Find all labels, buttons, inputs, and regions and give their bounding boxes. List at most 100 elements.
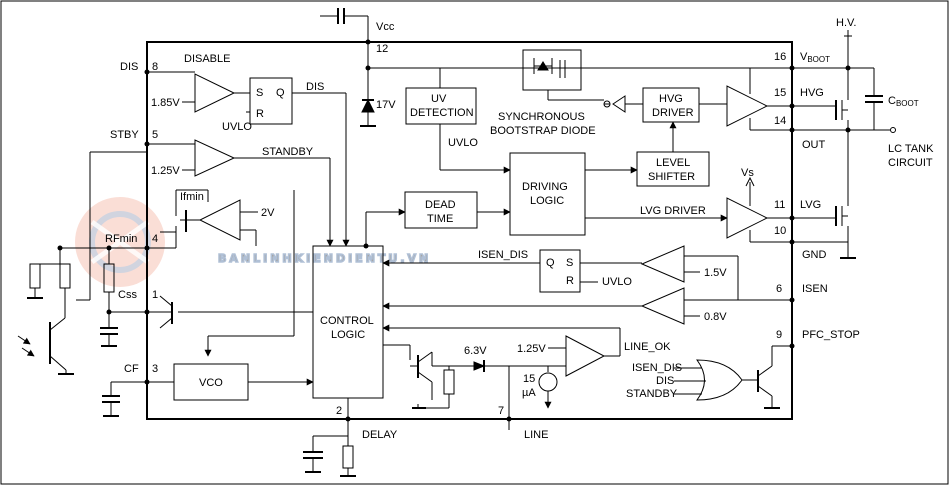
ifmin-signal: Ifmin (180, 191, 204, 203)
pin-15-num: 15 (774, 87, 786, 99)
hvg-driver-line2: DRIVER (652, 107, 694, 119)
pin-10-num: 10 (774, 225, 786, 237)
sync-diode-line2: BOOTSTRAP DIODE (490, 125, 596, 137)
isen-latch-s: S (566, 257, 573, 269)
external-labels: H.V. CBOOT LC TANK CIRCUIT (836, 17, 934, 169)
isen-latch-r: R (566, 275, 574, 287)
driving-logic-line2: LOGIC (530, 195, 564, 207)
latch-s: S (256, 87, 263, 99)
block-labels: DISABLE S Q R UV DETECTION SYNCHRONOUS B… (184, 53, 695, 389)
pin-cf-label: CF (124, 363, 139, 375)
hvg-driver-line1: HVG (659, 93, 683, 105)
pin-vcc-label: Vcc (376, 21, 395, 33)
current-source (538, 372, 558, 392)
isen-latch-block (539, 249, 581, 293)
latch-r: R (256, 108, 264, 120)
disable-latch (249, 77, 293, 125)
driving-logic-block (509, 152, 586, 236)
driving-logic-line1: DRIVING (522, 181, 568, 193)
uv-detection-block (405, 87, 477, 125)
pin-7-num: 7 (498, 405, 504, 417)
sync-bootstrap-diode-block (522, 49, 582, 91)
pin-16-num: 16 (774, 51, 786, 63)
ic-body (146, 41, 793, 420)
control-logic-line2: LOGIC (331, 329, 365, 341)
current-source-value: 15 (523, 373, 535, 385)
control-logic-line1: CONTROL (320, 315, 374, 327)
pin-line-label: LINE (524, 429, 548, 441)
ref-17v: 17V (376, 99, 396, 111)
or-gate-inputs: ISEN_DIS DIS STANDBY (626, 362, 682, 400)
lc-tank-line1: LC TANK (888, 143, 934, 155)
hvg-buffer (726, 85, 769, 127)
lvg-driver-signal: LVG DRIVER (640, 205, 706, 217)
isen-comp-0.8v (640, 287, 685, 325)
sync-diode-line1: SYNCHRONOUS (498, 111, 585, 123)
dead-time-line2: TIME (427, 213, 453, 225)
pin-stby-label: STBY (110, 129, 139, 141)
vco-label: VCO (199, 377, 223, 389)
ref-1.5v: 1.5V (704, 267, 727, 279)
hv-label: H.V. (836, 17, 856, 29)
ref-2v: 2V (261, 207, 275, 219)
uvlo-uvdet: UVLO (448, 137, 478, 149)
cboot-label: CBOOT (888, 95, 919, 108)
pfc-stop-or-gate (696, 359, 743, 401)
uvlo-isen: UVLO (602, 276, 632, 288)
signal-labels: DIS UVLO UVLO UVLO STANDBY Ifmin ISEN_DI… (180, 81, 754, 399)
pin-hvg-label: HVG (800, 87, 824, 99)
or-input-isen-dis: ISEN_DIS (632, 362, 682, 374)
pin-4-num: 4 (152, 233, 158, 245)
latch-q: Q (276, 87, 285, 99)
line-ok-comparator (565, 335, 606, 377)
isen-comp-1.5v (640, 245, 685, 283)
watermark-text: BANLINHKIENDIENTU.VN (218, 252, 431, 265)
pin-pfc-stop-label: PFC_STOP (802, 329, 860, 341)
pin-12-num: 12 (376, 43, 388, 55)
watermark-logo-icon (75, 197, 165, 287)
pin-6-num: 6 (776, 283, 782, 295)
ref-0.8v: 0.8V (704, 311, 727, 323)
dead-time-line1: DEAD (425, 199, 456, 211)
level-shifter-line1: LEVEL (656, 157, 690, 169)
pin-1-num: 1 (152, 289, 158, 301)
pin-3-num: 3 (152, 363, 158, 375)
isen-dis-signal: ISEN_DIS (478, 249, 528, 261)
current-source-unit: µA (522, 387, 536, 399)
pin-2-num: 2 (336, 405, 342, 417)
lc-tank-line2: CIRCUIT (888, 157, 933, 169)
line-ok-signal: LINE_OK (624, 341, 671, 353)
pin-out-label: OUT (802, 139, 826, 151)
reference-labels: 1.85V 1.25V 2V 17V 1.5V 0.8V 6.3V 1.25V (151, 97, 727, 357)
or-input-dis: DIS (656, 375, 674, 387)
ref-6.3v: 6.3V (464, 345, 487, 357)
pin-delay-label: DELAY (362, 429, 398, 441)
watermark: BANLINHKIENDIENTU.VN (75, 197, 431, 287)
disable-comparator (194, 73, 236, 113)
ifmin-opamp (198, 199, 241, 241)
dis-signal: DIS (306, 81, 324, 93)
isen-latch-q: Q (546, 257, 555, 269)
pin-5-num: 5 (152, 129, 158, 141)
uvlo-latch: UVLO (222, 121, 252, 133)
level-shifter-line2: SHIFTER (648, 171, 695, 183)
pin-dis-label: DIS (120, 61, 138, 73)
junction-dots (57, 39, 851, 422)
pin-css-label: Css (118, 289, 137, 301)
pin-labels: Vcc 12 DIS 8 STBY 5 RFmin 4 Css 1 CF 3 D… (105, 21, 860, 441)
pin-9-num: 9 (776, 329, 782, 341)
pin-14-num: 14 (774, 115, 786, 127)
disable-label: DISABLE (184, 53, 230, 65)
or-input-standby: STANDBY (626, 388, 678, 400)
vs-signal: Vs (741, 167, 754, 179)
lvg-buffer (726, 197, 769, 239)
pin-11-num: 11 (774, 199, 785, 211)
pin-lvg-label: LVG (800, 199, 821, 211)
pin-vboot-label: VBOOT (800, 51, 830, 64)
pin-rfmin-label: RFmin (105, 233, 137, 245)
uv-detection-line1: UV (431, 93, 447, 105)
standby-comparator (194, 139, 236, 177)
pin-8-num: 8 (152, 61, 158, 73)
standby-signal: STANDBY (262, 146, 314, 158)
